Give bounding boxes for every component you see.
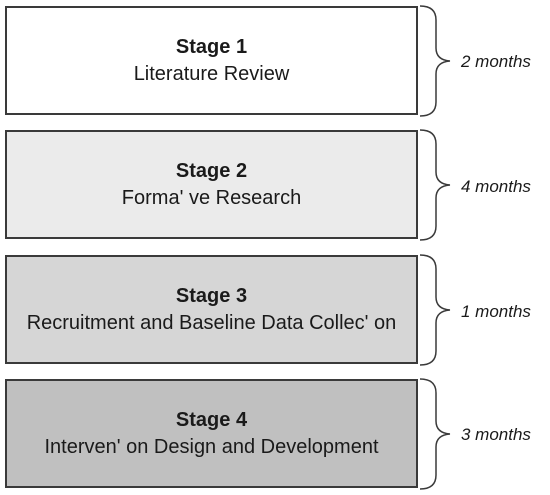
stage-2-title: Stage 2 xyxy=(175,159,248,182)
stage-4-duration: 3 months xyxy=(461,425,531,444)
stage-2-duration: 4 months xyxy=(461,177,531,196)
stage-3-box: Stage 3 Recruitment and Baseline Data Co… xyxy=(5,255,418,364)
stage-1-duration: 2 months xyxy=(461,52,531,71)
stage-2-description: Forma' ve Research xyxy=(121,186,302,209)
stage-3-description: Recruitment and Baseline Data Collec' on xyxy=(26,311,397,334)
stage-4-description: Interven' on Design and Development xyxy=(44,435,379,458)
stage-4-box: Stage 4 Interven' on Design and Developm… xyxy=(5,379,418,488)
stage-3-brace-icon xyxy=(419,254,451,366)
stage-1-title: Stage 1 xyxy=(175,35,248,58)
stage-2-brace-icon xyxy=(419,129,451,241)
stage-4-title: Stage 4 xyxy=(175,408,248,431)
stage-3-duration: 1 months xyxy=(461,302,531,321)
stage-1-brace-icon xyxy=(419,5,451,117)
stage-1-box: Stage 1 Literature Review xyxy=(5,6,418,115)
stage-3-title: Stage 3 xyxy=(175,284,248,307)
stage-1-description: Literature Review xyxy=(133,62,290,85)
stage-4-brace-icon xyxy=(419,378,451,490)
stage-2-box: Stage 2 Forma' ve Research xyxy=(5,130,418,239)
